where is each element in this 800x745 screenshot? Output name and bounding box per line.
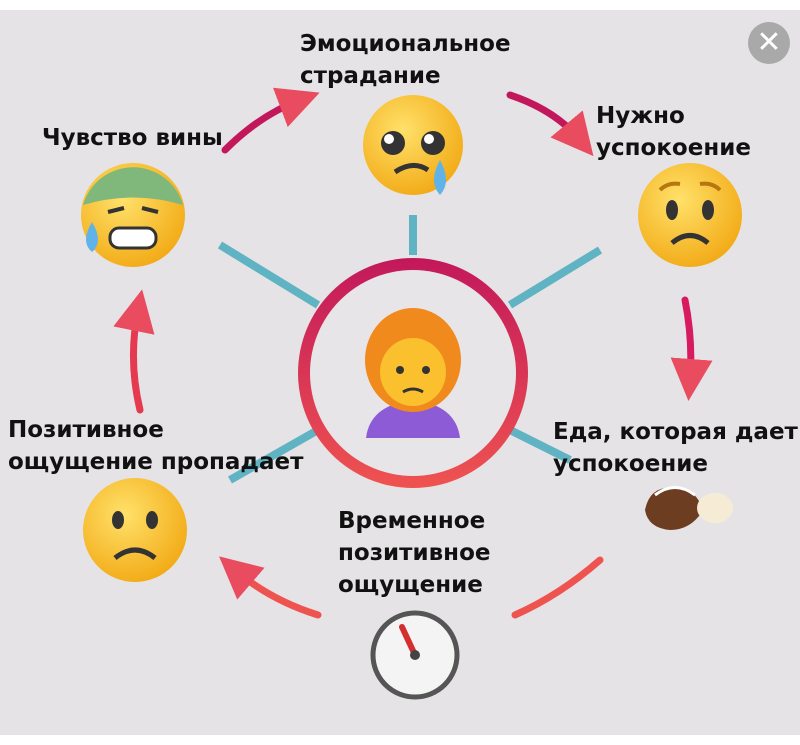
label-line: Позитивное <box>8 417 164 443</box>
anxious-sweat-face-icon <box>81 163 185 267</box>
label-emotional: Эмоциональное страдание <box>300 28 511 92</box>
label-line: Эмоциональное <box>300 31 511 57</box>
arrow-temporary-to-fades <box>219 556 322 619</box>
label-line: Нужно <box>596 103 685 129</box>
label-line: успокоение <box>596 135 751 161</box>
spoke-top-left <box>217 241 321 309</box>
label-line: Еда, которая дает <box>553 419 798 445</box>
label-food: Еда, которая дает успокоение <box>553 416 798 480</box>
label-fades: Позитивное ощущение пропадает <box>8 414 303 478</box>
label-need-calm: Нужно успокоение <box>596 100 751 164</box>
arrow-need-to-food <box>670 296 713 401</box>
close-icon: ✕ <box>756 25 782 60</box>
spokes <box>217 215 603 484</box>
label-line: успокоение <box>553 451 708 477</box>
spoke-top-right <box>507 246 603 309</box>
dessert-icon <box>645 486 733 530</box>
label-line: страдание <box>300 63 441 89</box>
label-line: Чувство вины <box>42 125 223 151</box>
crying-face-icon <box>363 95 463 195</box>
gauge-icon <box>370 610 460 700</box>
arrow-guilt-to-emotional <box>221 87 320 154</box>
arrow-emotional-to-need <box>506 91 594 157</box>
spoke-bottom-right <box>508 426 572 464</box>
arrows <box>113 87 713 619</box>
spoke-bottom-left <box>228 426 320 484</box>
label-line: Временное <box>338 508 486 534</box>
close-button[interactable]: ✕ <box>748 22 790 64</box>
label-temporary: Временное позитивное ощущение <box>338 505 490 601</box>
arrow-fades-to-guilt <box>113 289 155 414</box>
slightly-frowning-face-icon <box>83 478 187 582</box>
label-line: ощущение <box>338 572 483 598</box>
arrow-food-to-temporary <box>511 556 604 619</box>
label-line: ощущение пропадает <box>8 449 304 475</box>
label-line: позитивное <box>338 540 491 566</box>
label-guilt: Чувство вины <box>42 122 223 154</box>
center-hub <box>298 258 528 488</box>
frowning-woman-icon <box>365 308 461 438</box>
worried-face-icon <box>638 163 742 267</box>
